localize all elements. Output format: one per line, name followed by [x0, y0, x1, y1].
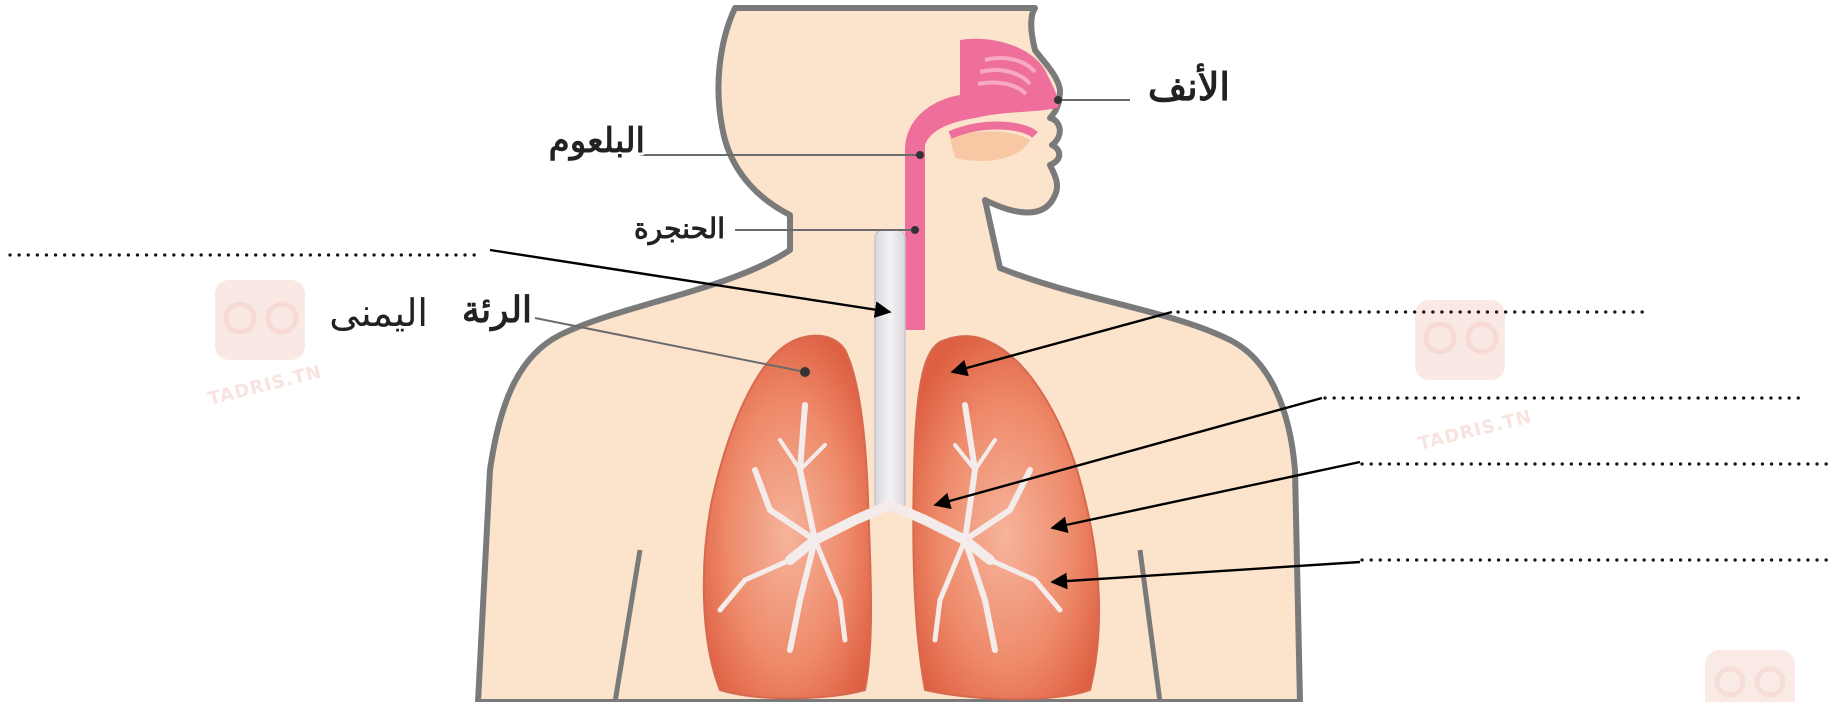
trachea	[875, 230, 905, 510]
label-right-lung-side: اليمنى	[329, 291, 428, 335]
label-pharynx: البلعوم	[549, 121, 645, 161]
watermark-text-right: TADRIS.TN	[1416, 406, 1534, 455]
label-nose: الأنف	[1148, 62, 1230, 109]
watermark-text-left: TADRIS.TN	[206, 361, 324, 410]
label-right-lung: الرئة	[462, 289, 532, 332]
label-larynx: الحنجرة	[634, 212, 725, 246]
watermark-right: TADRIS.TN	[1415, 300, 1534, 455]
watermark-left: TADRIS.TN	[206, 280, 324, 410]
watermark-corner	[1705, 650, 1795, 702]
blank-text-1: ........................................…	[0, 0, 1, 1]
